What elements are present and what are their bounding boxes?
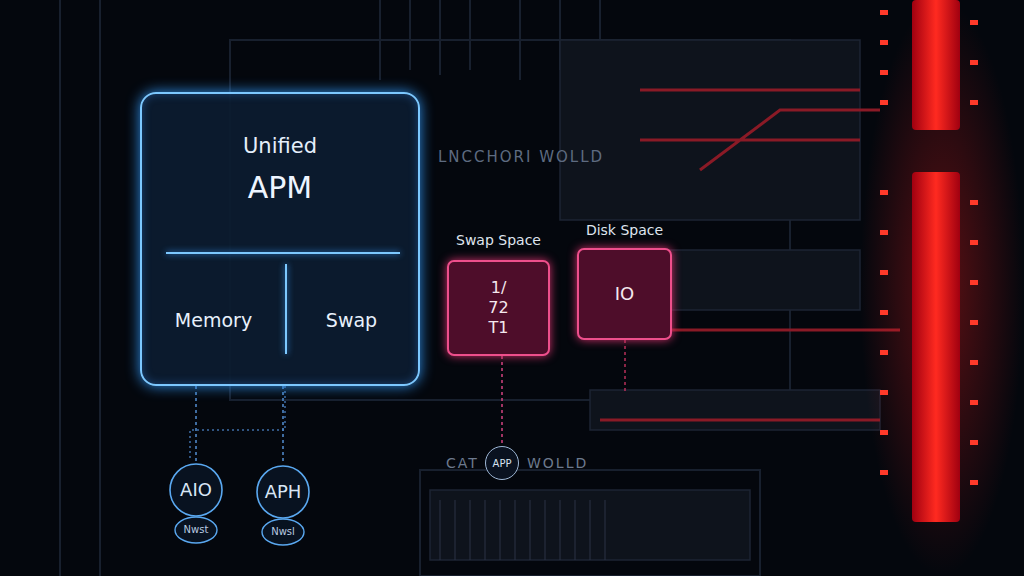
panel-cell: Swap xyxy=(285,256,418,384)
box-heading: Swap Space xyxy=(437,232,560,248)
cell-label: Memory xyxy=(175,309,252,331)
backdrop-text: CAT xyxy=(446,455,479,471)
metric-box: Swap Space1/ 72 T1 xyxy=(447,232,550,356)
circle-label: AIO xyxy=(160,479,232,501)
circle-label: APH xyxy=(247,481,319,503)
backdrop-text: LNCCHORI WOLLD xyxy=(438,148,604,166)
node-circle: APHNwsl xyxy=(253,464,313,548)
backdrop-text: WOLLD xyxy=(527,455,588,471)
box-heading: Disk Space xyxy=(567,222,682,238)
panel-rule xyxy=(166,252,400,254)
metric-box: Disk SpaceIO xyxy=(577,222,672,340)
dotted-connector xyxy=(501,356,503,446)
dotted-connector xyxy=(195,386,197,462)
unified-panel: UnifiedAPM Memory Swap xyxy=(140,92,420,386)
node-circle: AIONwst xyxy=(166,462,226,546)
cell-label: Swap xyxy=(326,309,377,331)
circle-sublabel: Nwst xyxy=(166,523,226,537)
panel-divider xyxy=(285,264,287,354)
metric-outline: 1/ 72 T1 xyxy=(447,260,550,356)
node-circle: APP xyxy=(485,446,519,480)
dotted-connector xyxy=(282,386,284,464)
panel-cell: Memory xyxy=(142,256,285,384)
panel-subtitle: Unified xyxy=(142,134,418,158)
panel-title: APM xyxy=(142,170,418,205)
box-value: IO xyxy=(615,283,634,306)
circle-label: APP xyxy=(493,458,512,469)
metric-outline: IO xyxy=(577,248,672,340)
circle-sublabel: Nwsl xyxy=(253,525,313,539)
box-value: 1/ 72 T1 xyxy=(481,278,517,338)
